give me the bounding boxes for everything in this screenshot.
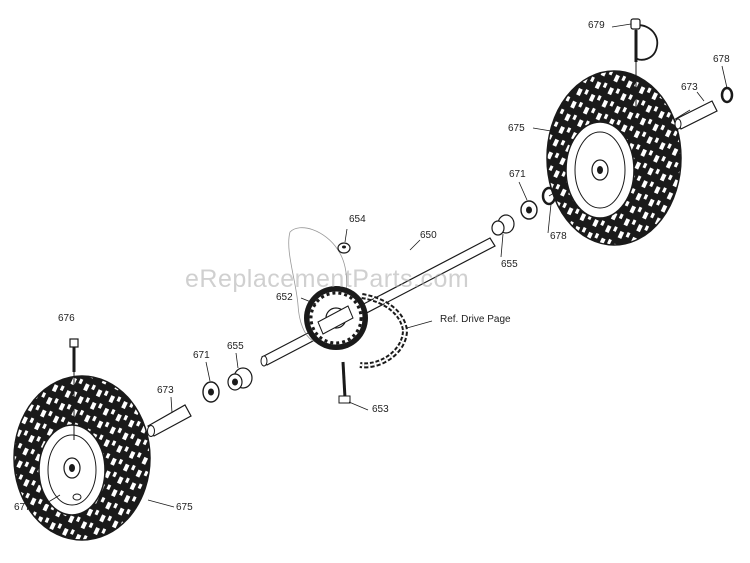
callout-679: 679	[588, 20, 605, 31]
callout-673-top: 673	[681, 82, 698, 93]
callout-650: 650	[420, 230, 437, 241]
spacer-673-upper	[674, 100, 718, 130]
washer-671-lower	[202, 381, 220, 403]
callout-654: 654	[349, 214, 366, 225]
callout-655-top: 655	[501, 259, 518, 270]
wheel-675-left	[13, 375, 151, 541]
callout-677: 677	[14, 502, 31, 513]
callout-671-top: 671	[509, 169, 526, 180]
callout-673-bottom: 673	[157, 385, 174, 396]
callout-671-bottom: 671	[193, 350, 210, 361]
retaining-ring-678-top	[720, 86, 734, 104]
callout-678-top: 678	[713, 54, 730, 65]
bearing-655-lower	[227, 367, 253, 391]
axle-650	[260, 237, 496, 367]
nut-654	[337, 242, 351, 254]
bolt-653	[338, 361, 351, 404]
callout-675-top: 675	[508, 123, 525, 134]
callout-652: 652	[276, 292, 293, 303]
bolt-676	[69, 338, 79, 440]
drive-chain	[359, 293, 409, 369]
callout-ref-drive-page: Ref. Drive Page	[440, 314, 511, 325]
washer-671-upper	[520, 200, 538, 220]
bearing-655-upper	[491, 214, 515, 236]
watermark: eReplacementParts.com	[185, 265, 470, 293]
callout-678-mid: 678	[550, 231, 567, 242]
callout-676: 676	[58, 313, 75, 324]
callout-653: 653	[372, 404, 389, 415]
wheel-675-right	[546, 70, 682, 246]
callout-655-bottom: 655	[227, 341, 244, 352]
spacer-673-lower	[147, 404, 192, 437]
hairpin-679	[630, 18, 659, 112]
leader-lines	[39, 23, 728, 508]
hub-collar	[317, 305, 354, 335]
callout-675-bottom: 675	[176, 502, 193, 513]
